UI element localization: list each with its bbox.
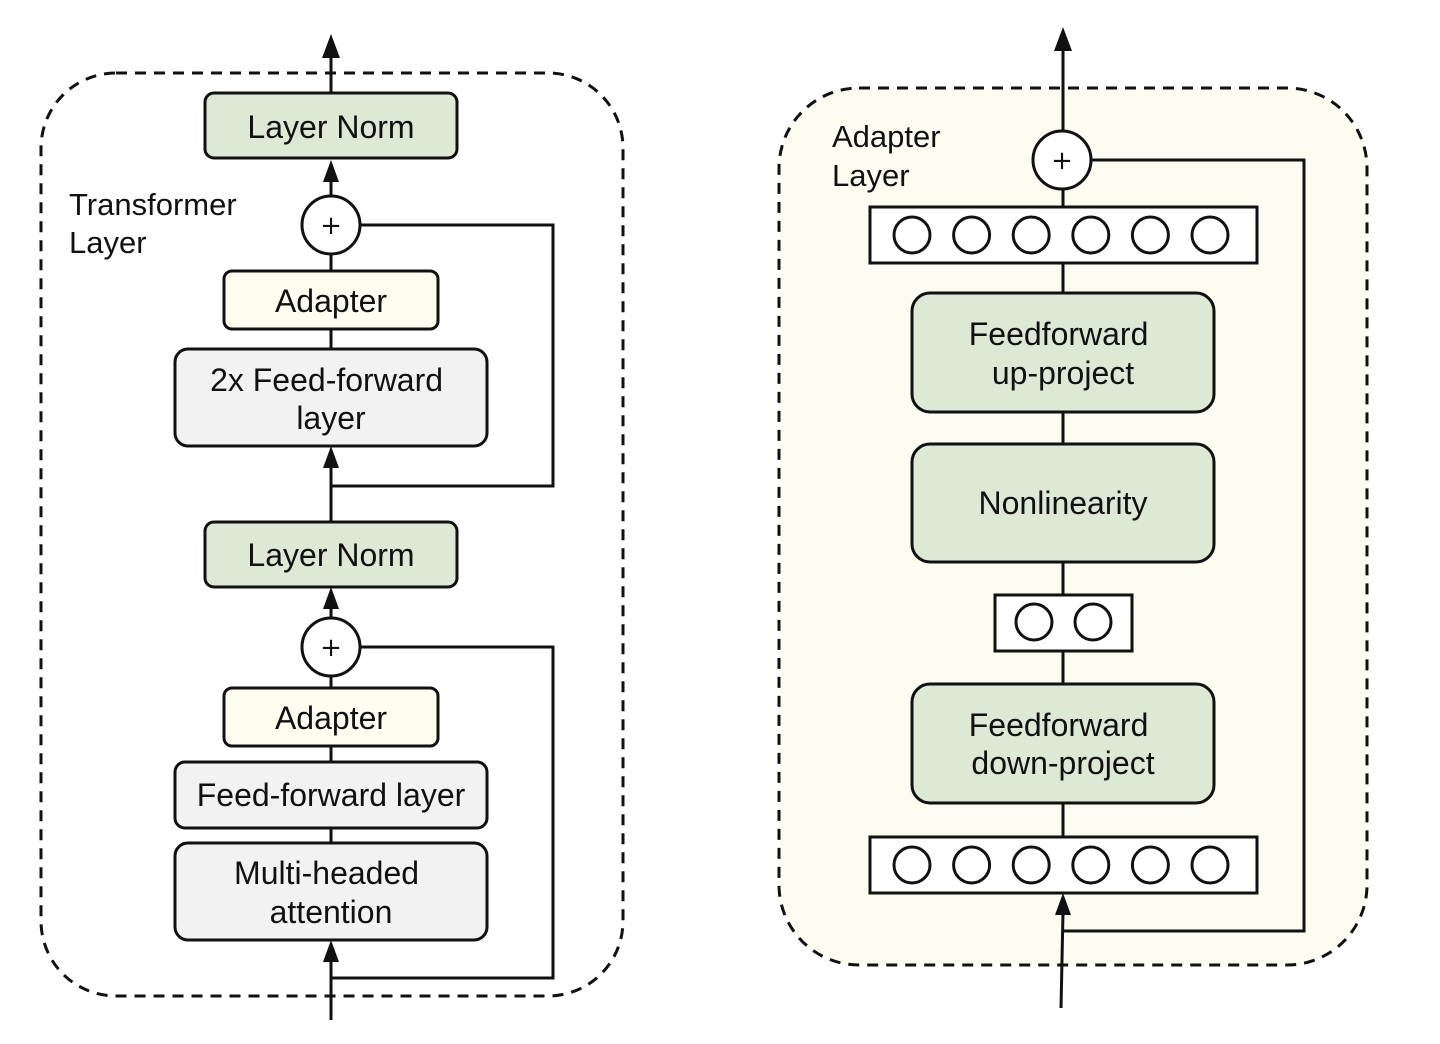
arrowhead-into-norm-mid	[323, 587, 339, 609]
adapter-input-neurons	[892, 845, 1230, 885]
arrowhead-input	[323, 940, 339, 962]
adapter-arrowhead-output	[1054, 27, 1072, 51]
residual-add-bottom-symbol: +	[320, 633, 342, 663]
input-neuron	[1130, 845, 1170, 885]
output-neuron	[1071, 215, 1111, 255]
input-neuron	[892, 845, 932, 885]
transformer-region-label-line2: Layer	[69, 225, 147, 260]
adapter-region-label: Adapter Layer	[832, 119, 949, 193]
adapter-residual-skip	[1062, 158, 1306, 933]
input-neuron	[1011, 845, 1051, 885]
ffn-2x-label-line1: 2x Feed-forward	[210, 362, 443, 398]
adapter-bottom-box	[222, 686, 440, 748]
up-project-label: Feedforward up-project	[969, 316, 1158, 391]
ffn-single-label: Feed-forward layer	[197, 777, 466, 813]
down-project-box	[910, 682, 1216, 805]
transformer-layer-panel: Transformer Layer Layer Norm + Adapter	[39, 34, 625, 1020]
output-neuron	[1011, 215, 1051, 255]
layer-norm-top-box	[203, 91, 459, 160]
attention-box	[173, 841, 489, 942]
residual-add-bottom	[300, 616, 362, 678]
arrowhead-output	[322, 34, 340, 58]
adapter-top-box	[222, 269, 440, 331]
residual-skip-bottom	[331, 645, 555, 980]
adapter-arrowhead-input	[1055, 893, 1071, 915]
adapter-region-label-line2: Layer	[832, 158, 910, 193]
ffn-2x-box	[173, 347, 489, 448]
up-project-box	[910, 291, 1216, 414]
transformer-region-label: Transformer Layer	[69, 187, 245, 260]
up-project-label-line1: Feedforward	[969, 316, 1149, 352]
input-neuron	[1190, 845, 1230, 885]
ffn-2x-label-line2: layer	[296, 400, 366, 436]
ffn-single-box	[173, 760, 489, 830]
output-neuron	[1190, 215, 1230, 255]
adapter-residual-add-symbol: +	[1051, 146, 1073, 176]
up-project-label-line2: up-project	[992, 355, 1134, 391]
bottleneck-neuron	[1014, 602, 1054, 642]
layer-norm-mid-box	[203, 520, 459, 589]
down-project-label: Feedforward down-project	[969, 707, 1158, 781]
nonlinearity-box	[910, 442, 1216, 564]
arrowhead-into-ffn2x	[323, 446, 339, 468]
attention-label: Multi-headed attention	[234, 855, 428, 930]
residual-add-top-symbol: +	[320, 211, 342, 241]
down-project-label-line1: Feedforward	[969, 707, 1149, 743]
output-neuron	[952, 215, 992, 255]
ffn-2x-label: 2x Feed-forward layer	[210, 362, 452, 436]
bottleneck-neuron	[1073, 602, 1113, 642]
adapter-bottom-label: Adapter	[275, 700, 387, 736]
input-neuron	[952, 845, 992, 885]
input-neuron	[1071, 845, 1111, 885]
adapter-region-label-line1: Adapter	[832, 119, 941, 154]
adapter-output-neurons	[892, 215, 1230, 255]
adapter-layer-panel: Adapter Layer + Feedforward up-project N…	[777, 27, 1369, 1009]
attention-label-line2: attention	[270, 894, 393, 930]
residual-add-top	[300, 194, 362, 256]
arrowhead-into-norm-top	[323, 160, 339, 182]
adapter-bottleneck-neurons	[1014, 602, 1113, 642]
attention-label-line1: Multi-headed	[234, 855, 419, 891]
adapter-residual-add	[1031, 129, 1093, 191]
nonlinearity-label: Nonlinearity	[979, 485, 1148, 521]
adapter-top-label: Adapter	[275, 283, 387, 319]
adapter-flow-input	[1059, 911, 1065, 1009]
layer-norm-top-label: Layer Norm	[247, 109, 414, 145]
layer-norm-mid-label: Layer Norm	[247, 537, 414, 573]
transformer-region-label-line1: Transformer	[69, 187, 237, 222]
output-neuron	[892, 215, 932, 255]
residual-skip-top	[331, 223, 555, 488]
down-project-label-line2: down-project	[971, 745, 1154, 781]
output-neuron	[1130, 215, 1170, 255]
